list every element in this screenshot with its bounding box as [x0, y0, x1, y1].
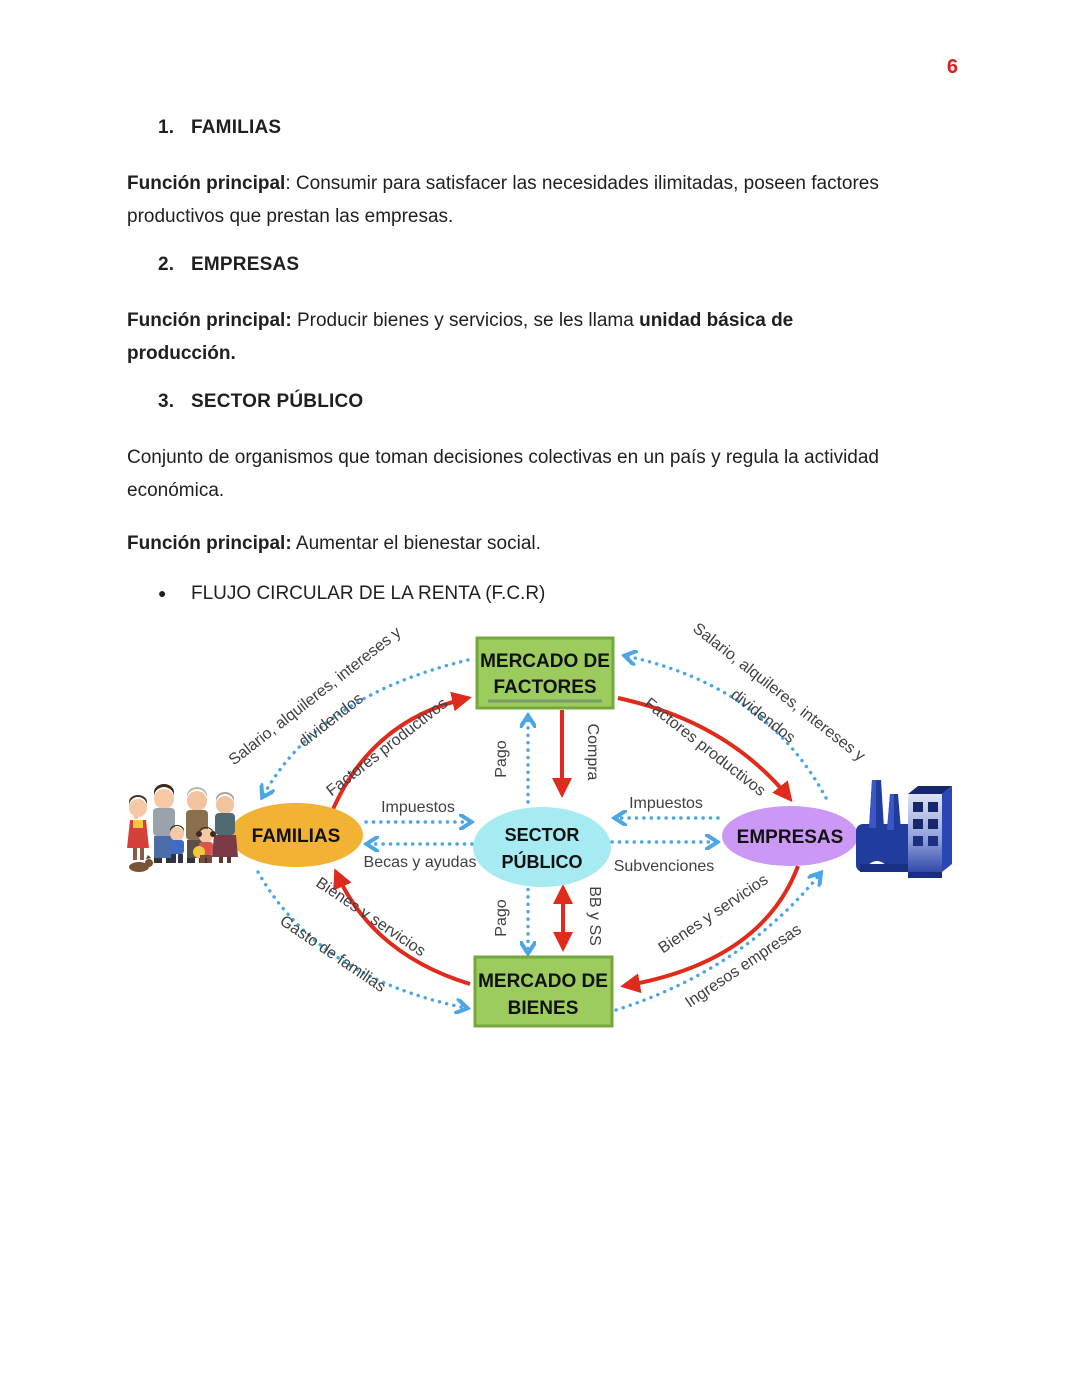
bullet-icon: ●: [158, 585, 167, 601]
label-becas-ayudas: Becas y ayudas: [364, 854, 477, 871]
bullet-item-fcr: ● FLUJO CIRCULAR DE LA RENTA (F.C.R): [158, 577, 953, 610]
node-sector-publico: SECTOR PÚBLICO: [473, 807, 611, 887]
sector-publico-label-1: SECTOR: [505, 825, 580, 845]
arrow-mercado-factores-to-empresas: [617, 696, 793, 803]
paragraph-sector-publico: Conjunto de organismos que toman decisio…: [127, 441, 889, 507]
label-bb-y-ss: BB y SS: [586, 886, 603, 946]
node-mercado-factores: MERCADO DE FACTORES: [475, 636, 615, 710]
page-number: 6: [946, 56, 958, 78]
heading-number: 3.: [158, 391, 175, 412]
label-subvenciones: Subvenciones: [614, 858, 715, 875]
heading-title: FAMILIAS: [191, 117, 282, 138]
heading-familias: 1. FAMILIAS: [158, 116, 953, 140]
bold-tail: unidad básica de producción.: [127, 310, 794, 364]
arrow-mercado-bienes-to-familias: [333, 868, 471, 986]
paragraph-empresas: Función principal: Producir bienes y ser…: [127, 304, 889, 370]
circular-flow-diagram: MERCADO DE FACTORES MERCADO DE BIENES FA…: [127, 620, 952, 1028]
paragraph-text: Aumentar el bienestar social.: [291, 533, 541, 554]
familias-label: FAMILIAS: [252, 826, 341, 847]
familias-ellipse: [229, 803, 363, 867]
sector-publico-ellipse: [473, 807, 611, 887]
heading-sector-publico: 3. SECTOR PÚBLICO: [158, 390, 953, 414]
mercado-factores-label-2: FACTORES: [493, 677, 596, 698]
bullet-text: FLUJO CIRCULAR DE LA RENTA (F.C.R): [191, 583, 546, 604]
label-bienes-servicios-right: Bienes y servicios: [656, 871, 772, 957]
label-pago-top: Pago: [493, 740, 510, 777]
node-familias: FAMILIAS: [229, 803, 363, 867]
mercado-factores-box: [475, 636, 615, 710]
bold-lead: Función principal:: [127, 310, 292, 331]
sector-publico-label-2: PÚBLICO: [502, 851, 583, 872]
heading-number: 1.: [158, 117, 175, 138]
node-mercado-bienes: MERCADO DE BIENES: [473, 955, 614, 1028]
node-empresas: EMPRESAS: [722, 806, 858, 866]
arrow-mercado-bienes-to-empresas: [614, 874, 820, 1012]
label-impuestos-left: Impuestos: [381, 799, 455, 816]
heading-title: SECTOR PÚBLICO: [191, 391, 364, 412]
arrow-familias-to-mercado-factores: [329, 691, 472, 815]
paragraph-text: : Consumir para satisfacer las necesidad…: [127, 173, 879, 227]
mercado-factores-label-1: MERCADO DE: [480, 651, 610, 672]
arrow-empresas-to-mercado-bienes: [620, 865, 800, 994]
factory-icon: [856, 780, 952, 878]
arrow-familias-to-mercado-bienes: [256, 870, 466, 1008]
empresas-ellipse: [722, 806, 858, 866]
bold-lead: Función principal: [127, 173, 286, 194]
label-ingresos-empresas: Ingresos empresas: [682, 921, 804, 1011]
mercado-bienes-label-2: BIENES: [508, 998, 579, 1019]
mercado-bienes-label-1: MERCADO DE: [478, 971, 608, 992]
paragraph-familias: Función principal: Consumir para satisfa…: [127, 167, 889, 233]
paragraph-text: Producir bienes y servicios, se les llam…: [291, 310, 640, 331]
label-salario-right-1: Salario, alquileres, intereses y: [689, 620, 868, 765]
document-content: 1. FAMILIAS Función principal: Consumir …: [0, 0, 1080, 610]
mercado-bienes-box: [473, 955, 614, 1028]
label-impuestos-right: Impuestos: [629, 795, 703, 812]
family-icon: [127, 784, 238, 872]
label-pago-bottom: Pago: [493, 899, 510, 936]
heading-empresas: 2. EMPRESAS: [158, 253, 953, 277]
paragraph-text: Conjunto de organismos que toman decisio…: [127, 447, 880, 501]
paragraph-funcion-sector: Función principal: Aumentar el bienestar…: [127, 527, 889, 560]
heading-title: EMPRESAS: [191, 254, 300, 275]
heading-number: 2.: [158, 254, 175, 275]
bold-lead: Función principal:: [127, 533, 292, 554]
arrow-empresas-to-mercado-factores: [626, 656, 828, 800]
label-compra: Compra: [584, 724, 601, 781]
arrow-mercado-factores-to-familias: [263, 658, 470, 796]
empresas-label: EMPRESAS: [737, 827, 844, 848]
